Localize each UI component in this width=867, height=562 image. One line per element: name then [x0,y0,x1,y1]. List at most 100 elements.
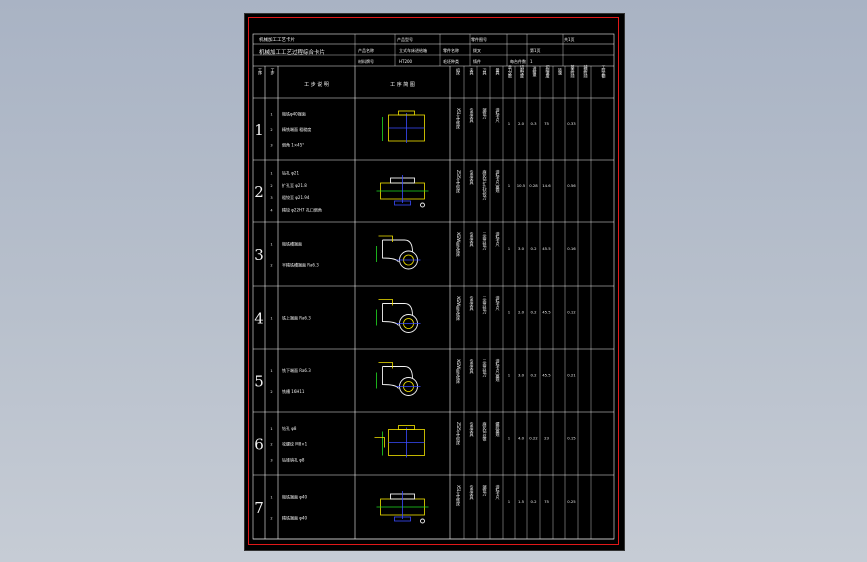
step-description: 攻螺纹 M8×1 [282,441,308,447]
column-header: 工 序 简 图 [390,81,415,88]
tool-cell: 端铣刀 [483,107,488,120]
column-header: 工序 [258,68,263,76]
column-header: 工 步 说 明 [304,81,329,88]
header-cell: 产品型号 [397,36,413,42]
operation-sketch [376,362,421,396]
header-cell: 立式车床进给箱 [399,47,427,53]
part-outline [382,366,413,379]
fixture-cell: 专用夹具 [470,169,475,186]
parameter-value: 1 [508,373,511,378]
step-description: 粗铣槽端面 [282,240,302,246]
step-number: 2 [270,390,272,394]
parameter-value: 0.12 [567,310,576,315]
parameter-value: 0.15 [567,436,576,441]
header-cell: 零件名称 [443,47,459,53]
column-header: 刀具 [483,68,488,76]
gauge-cell: 游标卡尺 塞规 [496,169,501,193]
parameter-value: 0.28 [529,183,538,188]
step-number: 1 [270,369,272,373]
step-description: 粗铣端面 φ40 [282,493,307,499]
parameter-value: 1 [508,246,511,251]
fixture-cell: 专用夹具 [470,358,475,375]
parameter-value: 2.0 [518,310,525,315]
header-cell: 零件图号 [471,36,487,42]
tool-cell: 三面刃铣刀 [483,296,488,315]
parameter-value: 14.6 [542,183,551,188]
operation-number: 5 [254,373,264,391]
tool-cell: 麻花钻 丝锥 [483,421,488,442]
step-number: 2 [270,443,272,447]
operation-number: 4 [254,310,264,328]
parameter-value: 23 [544,436,549,441]
header-cell: 共1页 [564,36,575,42]
parameter-value: 0.25 [567,499,576,504]
part-outline [382,303,413,316]
step-number: 1 [270,113,272,117]
tool-cell: 麻花钻 扩孔钻 铰刀 [483,169,488,201]
locator [378,362,393,369]
fixture-cell: 专用夹具 [470,107,475,124]
step-description: 倒角 1×45° [282,142,304,148]
operation-sketch [376,175,429,208]
parameter-value: 75 [544,499,549,504]
gauge-cell: 游标卡尺 [496,484,501,501]
parameter-value: 1 [508,310,511,315]
header-card-type: 机械加工工艺卡片 [259,36,295,43]
parameter-value: 10.5 [517,183,526,188]
column-header: 工时定额 [602,65,607,79]
step-number: 3 [270,196,272,200]
parameter-value: 45.5 [542,310,551,315]
parameter-value: 0.33 [567,121,576,126]
gauge-cell: 游标卡尺 [496,295,501,312]
step-number: 3 [270,144,272,148]
parameter-value: 3.0 [518,373,525,378]
locator [374,437,385,448]
header-cell: HT200 [399,59,413,64]
step-description: 铣槽 16H11 [282,388,305,394]
step-number: 1 [270,171,272,175]
machine-cell: X51立式铣床 [456,108,461,129]
tool-cell: 三面刃铣刀 [483,232,488,251]
operation-sketch [382,110,425,143]
column-header: 工步 [271,68,276,76]
column-header: 基本时间 [571,64,576,79]
clamp-symbol [398,110,415,116]
operation-number: 1 [254,121,264,139]
parameter-value: 1 [508,183,511,188]
column-header: 辅助时间 [584,64,589,79]
locator [378,299,393,306]
column-header: 转速 [558,67,563,76]
machine-cell: X62W卧式铣床 [456,232,461,257]
column-header: 量具 [496,67,501,76]
fixture-block [394,516,411,522]
parameter-value: 0.22 [529,436,538,441]
step-description: 钻锥销孔 φ8 [282,456,305,462]
dimension-mark [420,518,425,524]
parameter-value: 0.16 [567,246,576,251]
parameter-value: 0.2 [530,499,537,504]
tool-cell: 三面刃铣刀 [483,359,488,378]
part-outline [382,239,413,253]
step-description: 钻孔 φ8 [282,425,297,431]
locator [378,235,393,242]
parameter-value: 0.21 [567,373,576,378]
operation-sketch [376,491,429,524]
step-number: 4 [270,209,273,213]
step-description: 扩孔至 φ21.8 [282,182,307,188]
fixture-cell: 专用夹具 [470,421,475,438]
fixture-cell: 专用夹具 [470,231,475,248]
clamp-symbol [398,425,415,430]
machine-cell: Z535立式钻床 [456,170,461,193]
fixture-cell: 专用夹具 [470,295,475,312]
step-number: 1 [270,427,272,431]
gauge-cell: 游标卡尺 [496,231,501,248]
step-number: 2 [270,128,272,132]
operation-sketch [374,425,425,458]
column-header: 夹具 [470,67,475,76]
parameter-value: 0.2 [530,310,537,315]
step-number: 1 [270,495,272,499]
